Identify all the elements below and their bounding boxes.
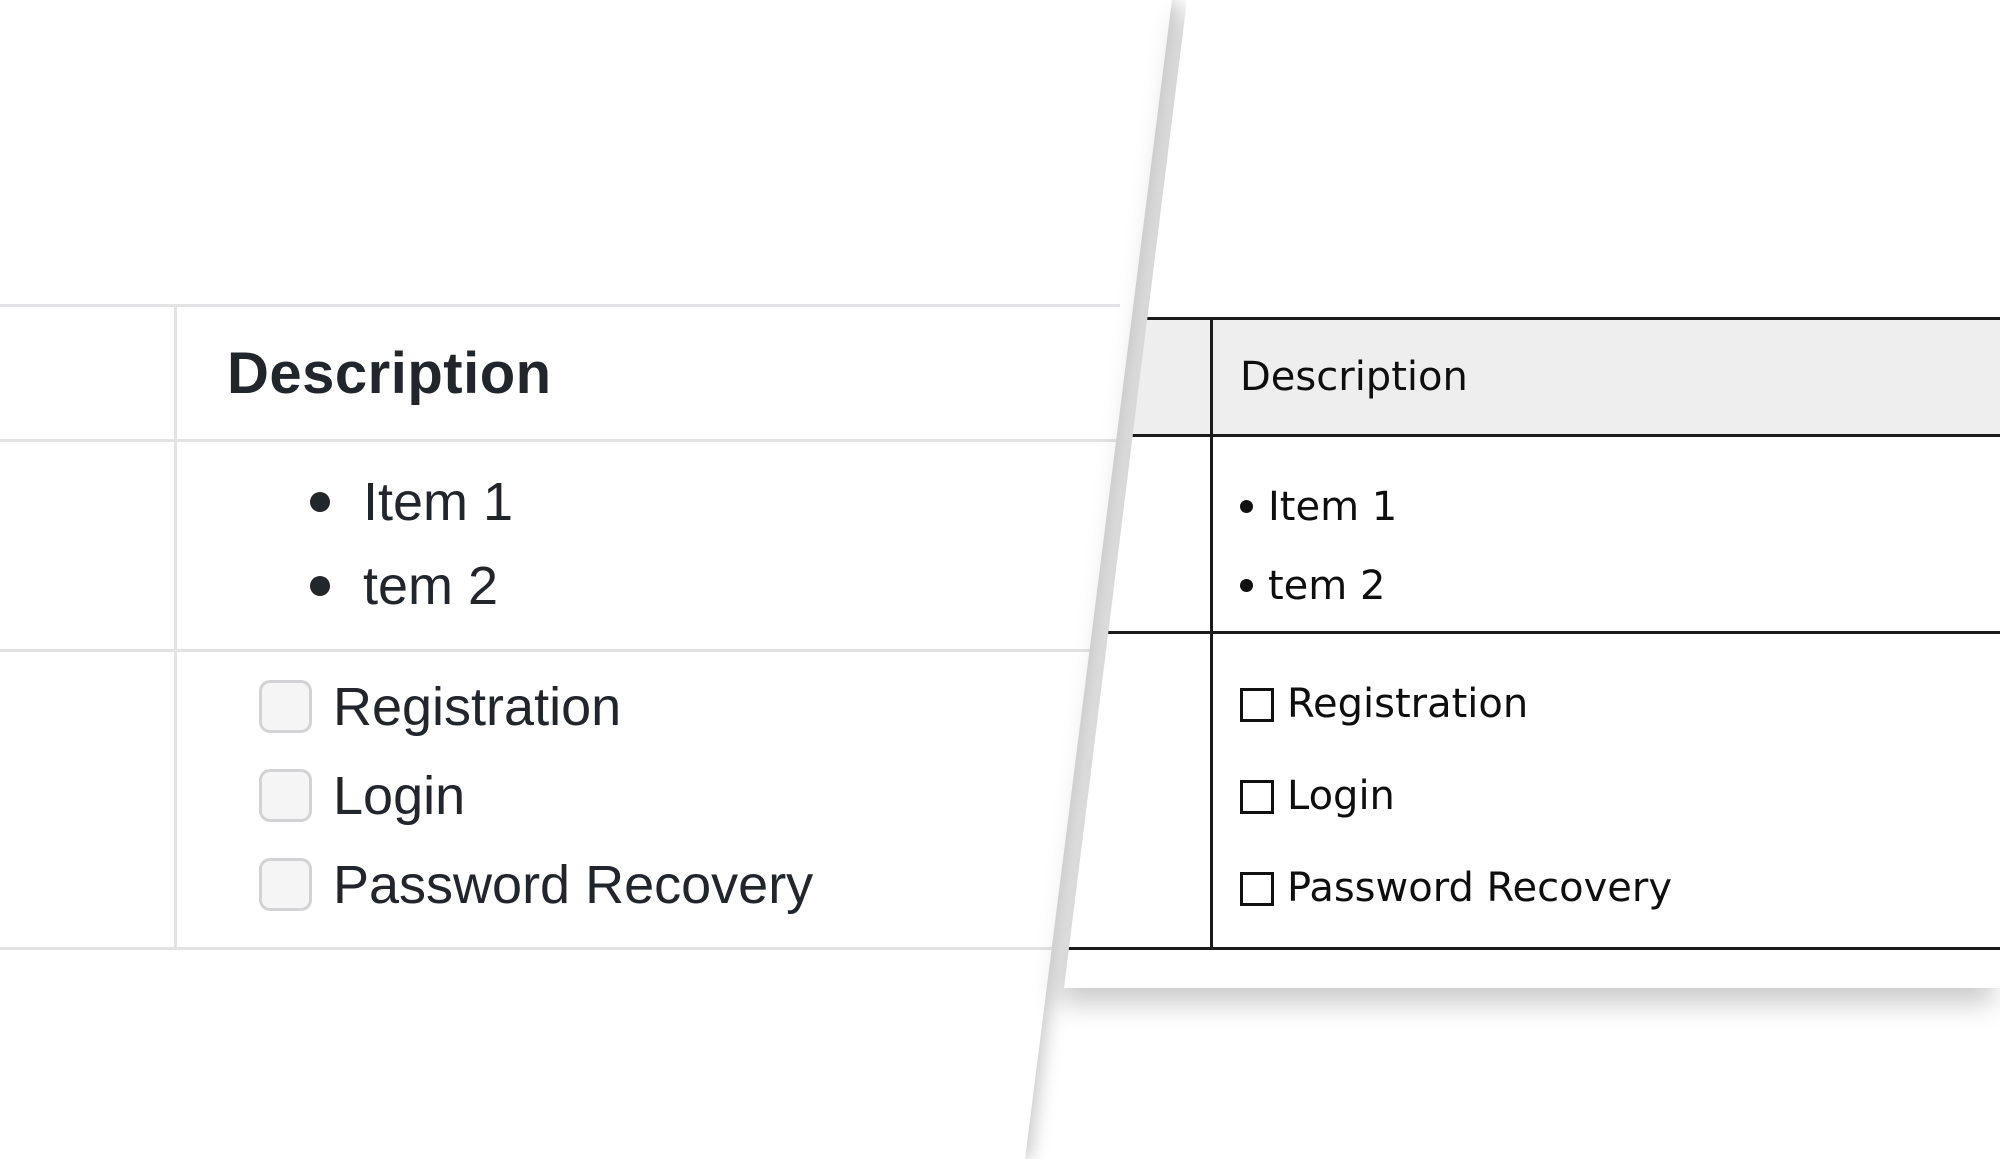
checklist-item: Registration: [1240, 658, 2000, 750]
left-bullet-spacer-cell: [0, 442, 177, 649]
checklist-item-label: Registration: [1287, 681, 1529, 727]
list-item: Item 1: [1240, 467, 2000, 546]
right-checklist-spacer-cell: [1064, 634, 1213, 947]
bullet-item-label: tem 2: [1268, 562, 1386, 609]
left-table-row-checklist: Registration Login Password Recovery: [0, 652, 1120, 950]
checklist-item-label: Password Recovery: [1287, 865, 1673, 911]
checklist-item-label: Password Recovery: [333, 854, 814, 915]
left-table-header-row: Description: [0, 307, 1120, 442]
left-table-row-bullets: Item 1 tem 2: [0, 442, 1120, 652]
checklist-item: Registration: [259, 662, 1120, 751]
checklist-item-label: Login: [1287, 773, 1395, 819]
checklist-item-label: Registration: [333, 676, 622, 737]
right-header-spacer-cell: [1064, 320, 1213, 434]
list-item: Item 1: [310, 460, 1120, 544]
list-item: tem 2: [310, 544, 1120, 628]
checkbox-unchecked[interactable]: [259, 769, 312, 822]
right-description-header: Description: [1240, 354, 1468, 400]
right-bullet-list: Item 1 tem 2: [1213, 437, 2000, 631]
checkbox-unchecked[interactable]: [259, 680, 312, 733]
bullet-icon: [1240, 579, 1253, 592]
ballot-box-icon: [1240, 688, 1274, 722]
right-table: Description Item 1 tem 2: [1064, 317, 2000, 950]
bullet-icon: [310, 492, 330, 512]
right-table-header-row: Description: [1064, 320, 2000, 437]
list-item: tem 2: [1240, 546, 2000, 625]
bullet-item-label: tem 2: [363, 556, 499, 616]
right-screenshot-sheet: Description Item 1 tem 2: [1064, 317, 2000, 950]
checklist-item: Password Recovery: [1240, 842, 2000, 934]
ballot-box-icon: [1240, 780, 1274, 814]
right-table-row-checklist: Registration Login Password Recovery: [1064, 634, 2000, 947]
left-header-spacer-cell: [0, 307, 177, 439]
left-checklist: Registration Login Password Recovery: [177, 652, 1120, 947]
right-header-cell: Description: [1213, 320, 2000, 434]
bullet-icon: [1240, 500, 1253, 513]
right-table-row-bullets: Item 1 tem 2: [1064, 437, 2000, 634]
right-bullet-spacer-cell: [1064, 437, 1213, 631]
right-checklist: Registration Login Password Recovery: [1213, 634, 2000, 947]
left-table: Description Item 1 tem 2: [0, 304, 1120, 950]
bullet-icon: [310, 576, 330, 596]
left-header-cell: Description: [177, 307, 1120, 439]
checklist-item: Login: [259, 751, 1120, 840]
bullet-item-label: Item 1: [1268, 483, 1398, 530]
checklist-item: Login: [1240, 750, 2000, 842]
bullet-item-label: Item 1: [363, 472, 514, 532]
checklist-item-label: Login: [333, 765, 466, 826]
left-bullet-list: Item 1 tem 2: [177, 442, 1120, 649]
left-checklist-spacer-cell: [0, 652, 177, 947]
ballot-box-icon: [1240, 872, 1274, 906]
checklist-item: Password Recovery: [259, 840, 1120, 929]
left-description-header: Description: [227, 340, 552, 406]
checkbox-unchecked[interactable]: [259, 858, 312, 911]
